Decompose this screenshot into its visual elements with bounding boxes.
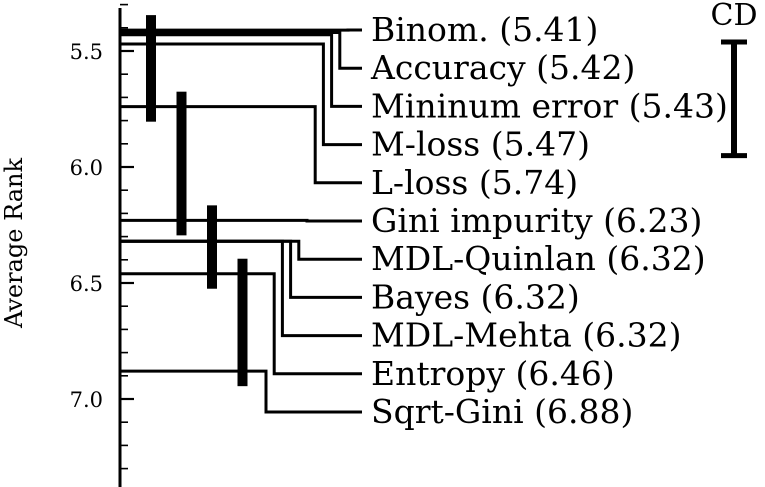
method-connector: [120, 369, 362, 414]
method-connector: [120, 272, 362, 376]
y-axis-title: Average Rank: [0, 158, 28, 329]
clique-bar: [237, 258, 248, 387]
method-connector: [120, 239, 362, 338]
method-connector: [120, 33, 362, 108]
method-label: Accuracy (5.42): [370, 48, 635, 87]
method-label: Entropy (6.46): [371, 354, 615, 393]
method-connector: [120, 239, 362, 261]
method-label: Bayes (6.32): [371, 277, 580, 316]
method-label: MDL-Quinlan (6.32): [371, 239, 706, 278]
tick-label: 6.5: [70, 272, 103, 296]
method-label: Binom. (5.41): [371, 10, 598, 49]
method-connector: [120, 42, 362, 147]
y-ticks: 5.5 6.0 6.5 7.0: [70, 3, 134, 470]
method-connectors: [120, 28, 362, 414]
method-label: Gini impurity (6.23): [371, 201, 702, 240]
method-connector: [120, 218, 362, 223]
clique-bar: [146, 15, 156, 122]
tick-label: 7.0: [70, 388, 103, 412]
method-connector: [120, 30, 362, 70]
tick-label: 5.5: [70, 40, 103, 64]
method-labels: Binom. (5.41)Accuracy (5.42)Mininum erro…: [370, 10, 728, 431]
method-label: Mininum error (5.43): [371, 86, 728, 125]
method-connector: [120, 105, 362, 185]
method-label: L-loss (5.74): [371, 163, 578, 202]
method-label: M-loss (5.47): [371, 125, 590, 164]
cd-label: CD: [710, 0, 757, 33]
method-label: Sqrt-Gini (6.88): [371, 392, 633, 431]
clique-bar: [176, 91, 187, 236]
cd-indicator: CD: [710, 0, 758, 159]
clique-bars: [146, 15, 248, 387]
tick-label: 6.0: [70, 156, 103, 180]
clique-bar: [207, 205, 217, 289]
method-label: MDL-Mehta (6.32): [371, 316, 682, 355]
